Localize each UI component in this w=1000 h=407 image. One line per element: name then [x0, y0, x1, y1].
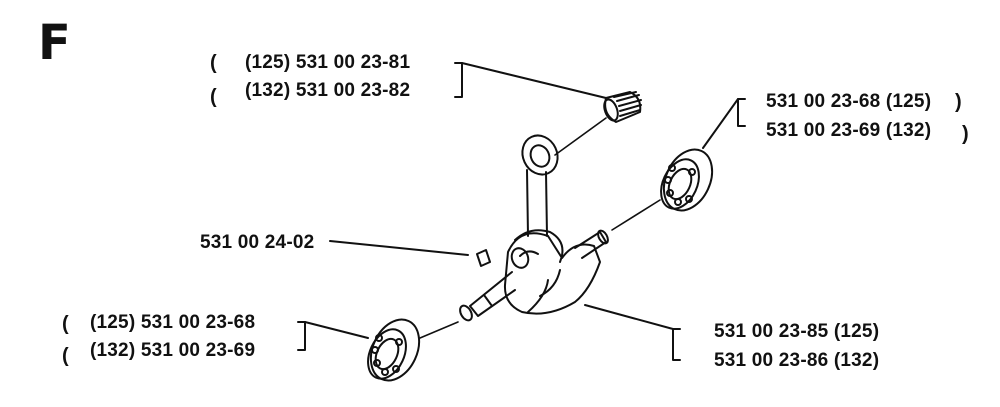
open-paren: ( [62, 345, 69, 367]
part-number-label: (125) 531 00 23-81 [245, 52, 411, 73]
open-paren: ( [210, 52, 217, 74]
leader-line [297, 321, 369, 351]
main-bearing-right [660, 148, 714, 212]
assembly-axis [419, 117, 661, 339]
leader-line [584, 304, 681, 361]
part-number-label: (132) 531 00 23-82 [245, 80, 411, 101]
open-paren: ( [62, 313, 69, 335]
needle-bearing [603, 91, 642, 123]
connecting-rod [514, 134, 564, 263]
crankshaft [459, 229, 609, 322]
leader-line [702, 98, 746, 149]
section-letter: F [38, 15, 71, 71]
part-number-label: 531 00 24-02 [200, 232, 315, 253]
part-number-label: 531 00 23-85 (125) [714, 321, 880, 342]
close-paren: ) [955, 91, 962, 113]
part-number-label: 531 00 23-69 (132) [766, 120, 932, 141]
part-number-label: (132) 531 00 23-69 [90, 340, 256, 361]
part-number-label: 531 00 23-68 (125) [766, 91, 932, 112]
leader-line [454, 62, 607, 99]
part-number-label: 531 00 23-86 (132) [714, 350, 880, 371]
leader-line [329, 240, 469, 256]
woodruff-key [476, 249, 491, 267]
open-paren: ( [210, 86, 217, 108]
part-number-label: (125) 531 00 23-68 [90, 312, 256, 333]
main-bearing-left [367, 318, 421, 382]
close-paren: ) [962, 123, 969, 145]
